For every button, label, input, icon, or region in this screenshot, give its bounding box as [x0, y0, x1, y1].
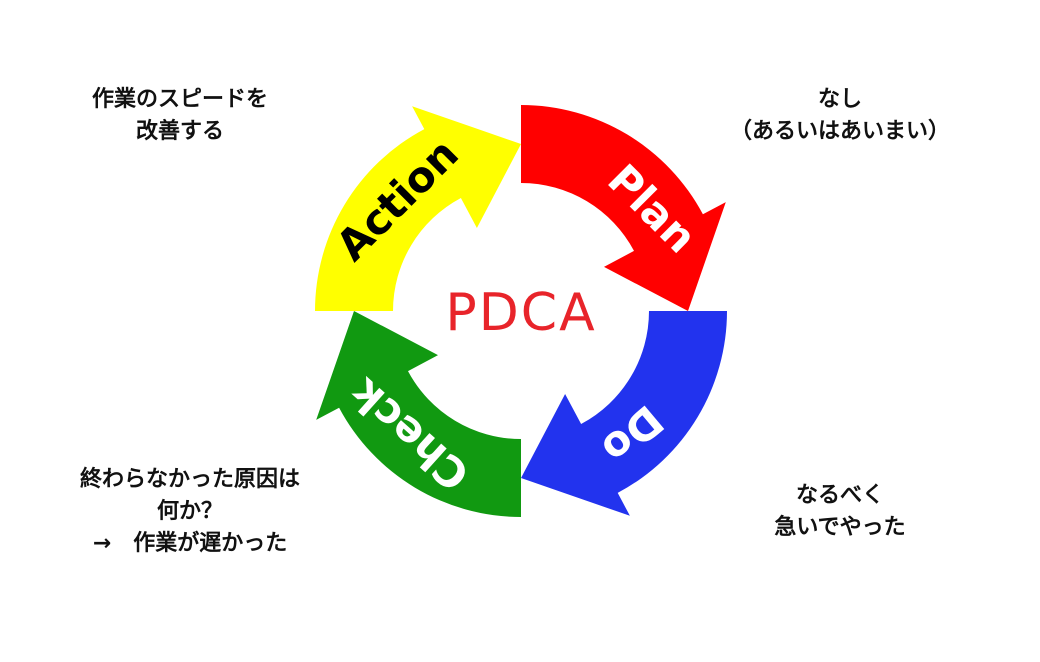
- do-note-line: 急いでやった: [774, 515, 906, 540]
- action-note-line: 改善する: [135, 119, 224, 144]
- do-note: なるべく 急いでやった: [700, 480, 980, 544]
- plan-note-line: （あるいはあいまい）: [729, 119, 950, 144]
- plan-note-line: なし: [817, 87, 862, 112]
- check-note: 終わらなかった原因は 何か？ → 作業が遅かった: [40, 464, 340, 560]
- plan-note: なし （あるいはあいまい）: [700, 84, 980, 148]
- action-arrow: [315, 106, 521, 311]
- check-note-line: 何か？: [156, 499, 223, 524]
- do-note-line: なるべく: [795, 483, 884, 508]
- check-note-line: 終わらなかった原因は: [79, 467, 300, 492]
- action-note: 作業のスピードを 改善する: [40, 84, 320, 148]
- check-note-line: → 作業が遅かった: [92, 531, 288, 556]
- plan-arrow: [521, 105, 726, 311]
- pdca-title: PDCA: [445, 283, 596, 343]
- do-arrow: [521, 311, 727, 516]
- action-note-line: 作業のスピードを: [91, 87, 268, 112]
- check-arrow: [316, 311, 521, 517]
